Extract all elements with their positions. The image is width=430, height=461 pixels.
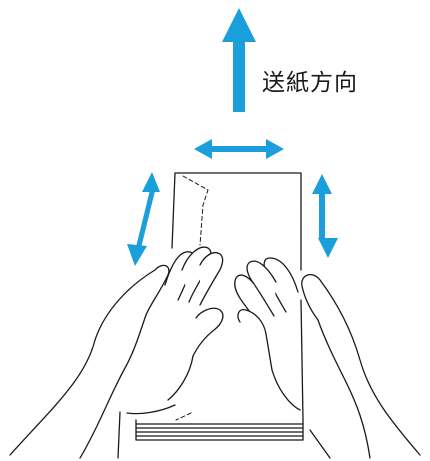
right-hand [234,257,421,459]
envelope [171,172,304,421]
left-vertical-double-arrow [127,172,160,266]
envelope-stack [135,419,304,441]
right-vertical-double-arrow [312,174,338,258]
horizontal-double-arrow [194,139,284,159]
feed-direction-arrow [222,8,256,112]
feed-direction-label: 送紙方向 [262,70,358,96]
left-hand [9,246,224,459]
